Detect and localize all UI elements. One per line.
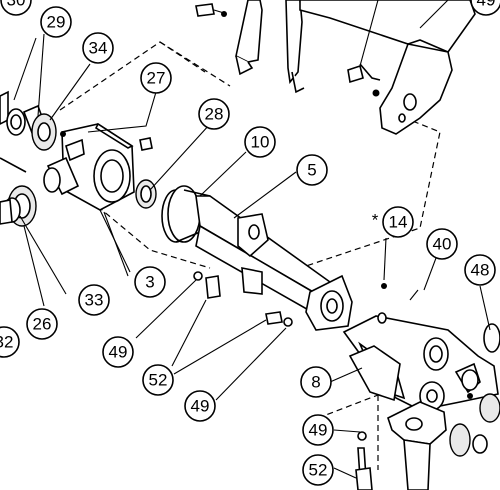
seal-ring: [135, 179, 157, 209]
top-bolt: [195, 3, 227, 17]
callout-49-top: 49: [470, 0, 500, 16]
callout-label: 32: [0, 333, 13, 352]
callout-14: 14: [382, 206, 414, 238]
callout-10: 10: [244, 126, 276, 158]
drive-gear-and-coupling: [0, 185, 67, 307]
callout-label: 48: [471, 261, 490, 280]
leader-lines: [13, 33, 491, 479]
main-axle-tube: [161, 185, 353, 331]
callout-3: 3: [134, 266, 166, 298]
callout-33: 33: [78, 284, 110, 316]
callout-label: 30: [7, 0, 26, 10]
callout-29: 29: [40, 6, 72, 38]
asterisk-mark: *: [372, 211, 379, 230]
callout-label: 26: [33, 315, 52, 334]
callout-label: 27: [147, 69, 166, 88]
gearbox-housing: [43, 122, 153, 273]
callout-label: 49: [191, 397, 210, 416]
right-housing: [342, 283, 499, 411]
callout-49-left: 49: [102, 336, 134, 368]
callout-label: 49: [309, 421, 328, 440]
callout-label: 52: [309, 461, 328, 480]
callout-label: 28: [205, 105, 224, 124]
callout-label: 52: [149, 371, 168, 390]
callout-52-bottom: 52: [302, 454, 334, 486]
callout-label: 40: [433, 235, 452, 254]
callout-48: 48: [464, 254, 496, 286]
callout-40: 40: [426, 228, 458, 260]
callout-label: 14: [389, 213, 408, 232]
callout-32: 32: [0, 326, 20, 358]
callout-8: 8: [300, 366, 332, 398]
callout-26: 26: [26, 308, 58, 340]
callout-49-bottom: 49: [302, 414, 334, 446]
bottom-right-parts: [355, 401, 488, 490]
callout-30: 30: [0, 0, 32, 16]
left-shaft-parts: [0, 90, 57, 173]
callout-34: 34: [82, 32, 114, 64]
callout-label: 33: [85, 291, 104, 310]
callout-label: 49: [109, 343, 128, 362]
left-bolts: [193, 271, 293, 327]
callout-49-mid: 49: [184, 390, 216, 422]
callout-label: 5: [307, 161, 316, 180]
callout-label: 49: [477, 0, 496, 10]
callout-52-left: 52: [142, 364, 174, 396]
callout-label: 29: [47, 13, 66, 32]
top-bracket-assembly: [235, 0, 476, 135]
callout-5: 5: [296, 154, 328, 186]
callout-label: 3: [145, 273, 154, 292]
callout-label: 8: [311, 373, 320, 392]
callout-label: 34: [89, 39, 108, 58]
callout-28: 28: [198, 98, 230, 130]
callout-27: 27: [140, 62, 172, 94]
right-gear: [467, 323, 500, 423]
callout-label: 10: [251, 133, 270, 152]
